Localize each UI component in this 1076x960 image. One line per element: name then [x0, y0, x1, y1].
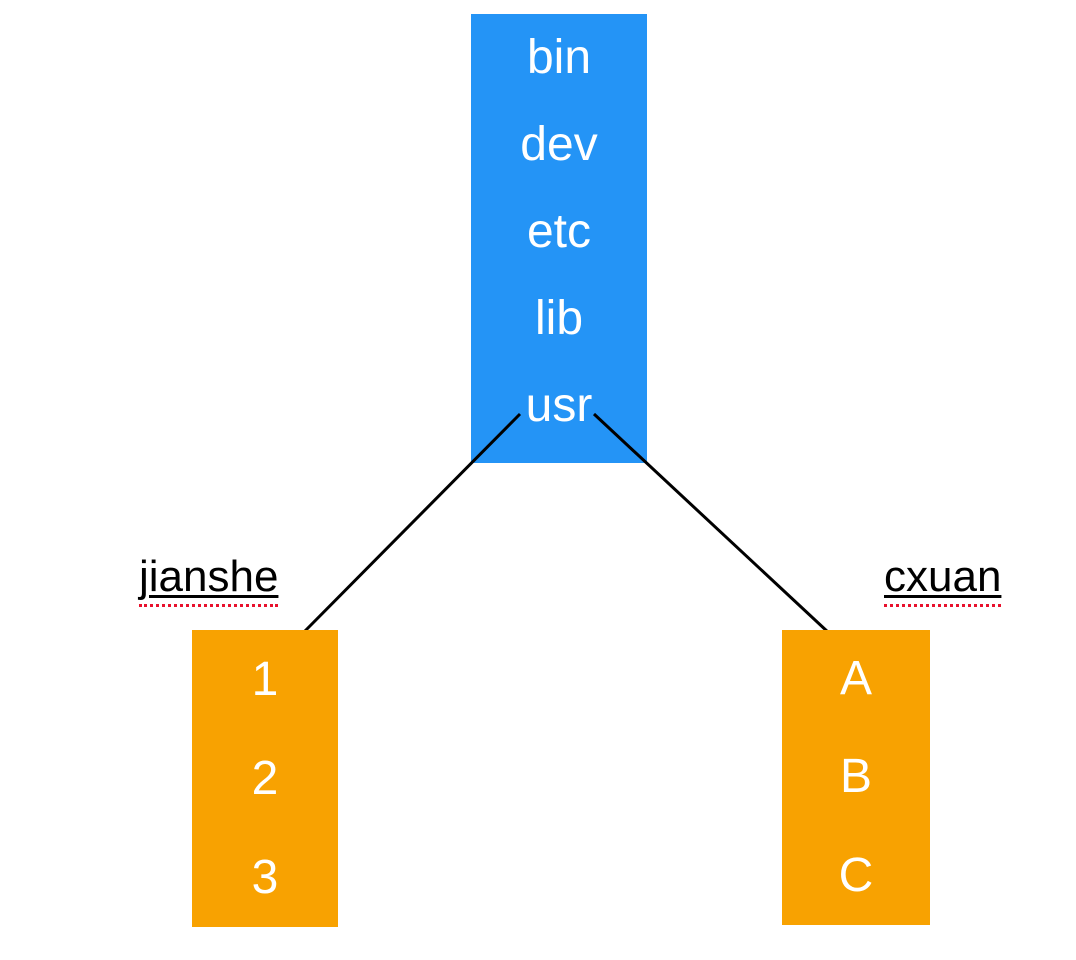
jianshe-item-3: 3: [251, 850, 279, 904]
cxuan-item-b: B: [839, 750, 872, 804]
jianshe-label-text: jianshe: [139, 552, 279, 608]
cxuan-item-a: A: [839, 652, 872, 706]
root-dir-item-bin: bin: [526, 30, 592, 84]
jianshe-label: jianshe: [139, 552, 279, 608]
root-directory-box: bin dev etc lib usr: [471, 14, 647, 463]
jianshe-item-1: 1: [251, 652, 279, 706]
jianshe-item-2: 2: [251, 751, 279, 805]
cxuan-label: cxuan: [884, 552, 1002, 608]
cxuan-item-c: C: [838, 848, 874, 902]
cxuan-label-text: cxuan: [884, 552, 1002, 608]
root-dir-item-usr: usr: [525, 378, 593, 432]
root-dir-item-lib: lib: [534, 291, 584, 345]
cxuan-directory-box: A B C: [782, 630, 930, 925]
root-dir-item-dev: dev: [520, 117, 598, 171]
root-dir-item-etc: etc: [526, 204, 592, 258]
jianshe-directory-box: 1 2 3: [192, 630, 338, 927]
